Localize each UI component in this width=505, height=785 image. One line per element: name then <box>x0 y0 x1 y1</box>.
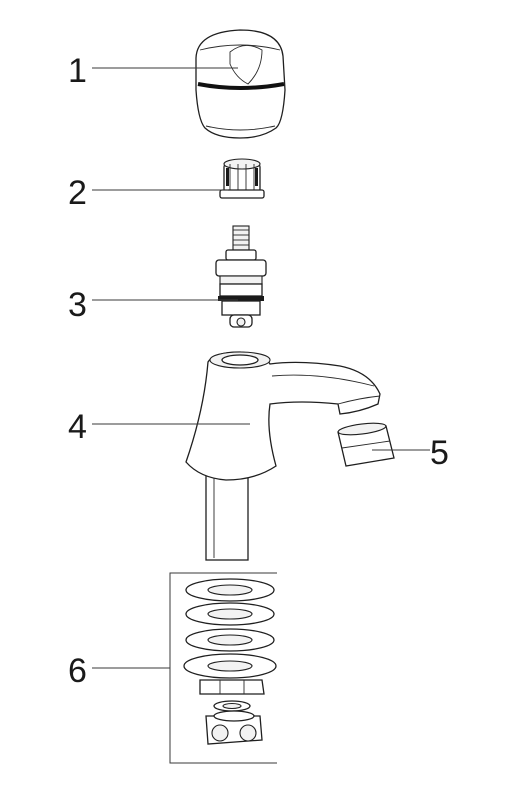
spout-body-icon <box>185 351 381 561</box>
part-6-number: 6 <box>68 652 87 690</box>
tap-handle-cap-icon <box>195 29 286 139</box>
spline-adapter-icon <box>219 158 265 199</box>
part-5-number: 5 <box>430 434 449 472</box>
mounting-kit-icon <box>169 572 277 764</box>
part-1-number: 1 <box>68 52 87 90</box>
cartridge-valve-icon <box>215 225 267 328</box>
part-4-number: 4 <box>68 408 87 446</box>
part-2-number: 2 <box>68 174 87 212</box>
part-3-number: 3 <box>68 286 87 324</box>
aerator-icon <box>337 422 395 467</box>
